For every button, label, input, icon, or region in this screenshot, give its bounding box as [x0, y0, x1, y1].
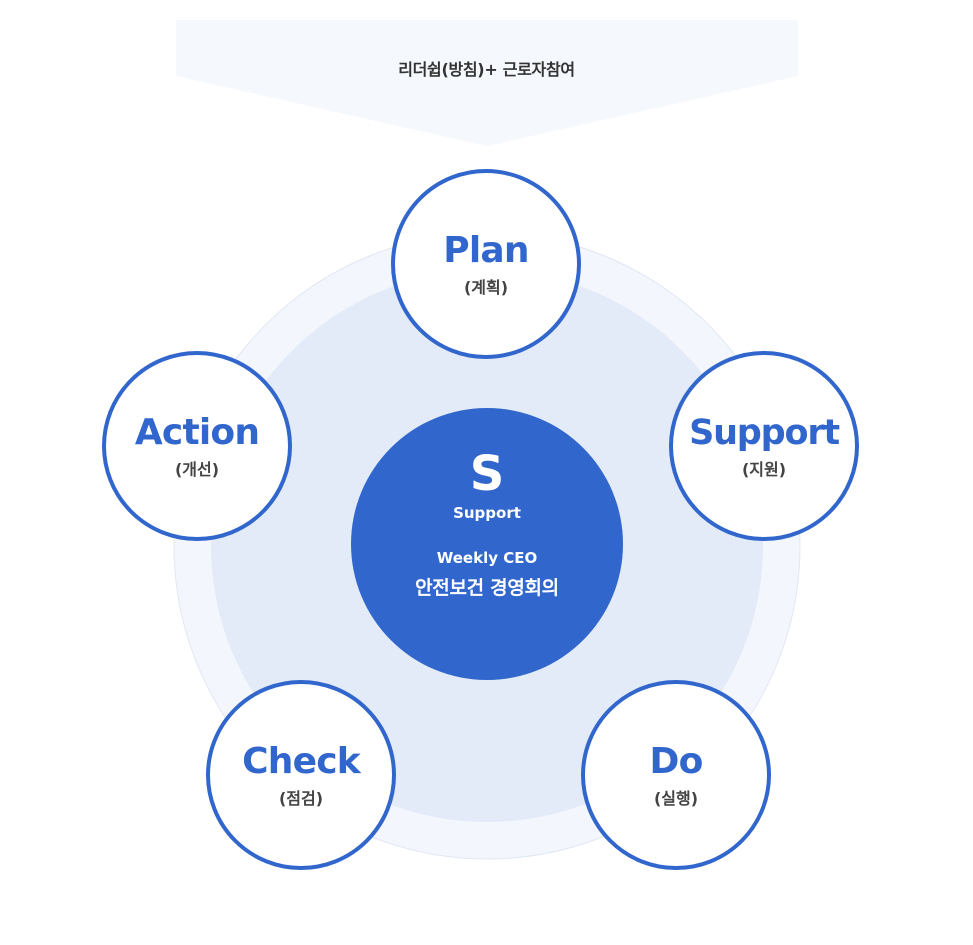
node-plan-title: Plan — [443, 230, 529, 271]
node-action: Action (개선) — [102, 351, 292, 541]
support-logo-icon: S — [469, 446, 505, 502]
center-support-circle: S Support Weekly CEO 안전보건 경영회의 — [351, 408, 623, 680]
node-support-title: Support — [689, 413, 840, 453]
node-do-title: Do — [649, 741, 703, 782]
node-support-subtitle: (지원) — [741, 460, 787, 479]
node-action-title: Action — [134, 412, 260, 453]
node-check-title: Check — [242, 741, 361, 782]
node-do-subtitle: (실행) — [653, 789, 699, 808]
node-action-subtitle: (개선) — [174, 460, 220, 479]
center-meeting-subtitle: 안전보건 경영회의 — [415, 577, 559, 599]
node-plan: Plan (계획) — [391, 169, 581, 359]
banner-arrow-shape — [176, 20, 798, 146]
node-check: Check (점검) — [206, 680, 396, 870]
node-plan-subtitle: (계획) — [463, 278, 509, 297]
center-meeting-title: Weekly CEO — [436, 549, 538, 567]
banner-label: 리더쉽(방침)+ 근로자참여 — [398, 60, 575, 79]
leadership-banner — [176, 20, 798, 146]
node-support: Support (지원) — [669, 351, 859, 541]
support-logo-label: Support — [453, 504, 521, 522]
node-do: Do (실행) — [581, 680, 771, 870]
node-check-subtitle: (점검) — [278, 789, 324, 808]
